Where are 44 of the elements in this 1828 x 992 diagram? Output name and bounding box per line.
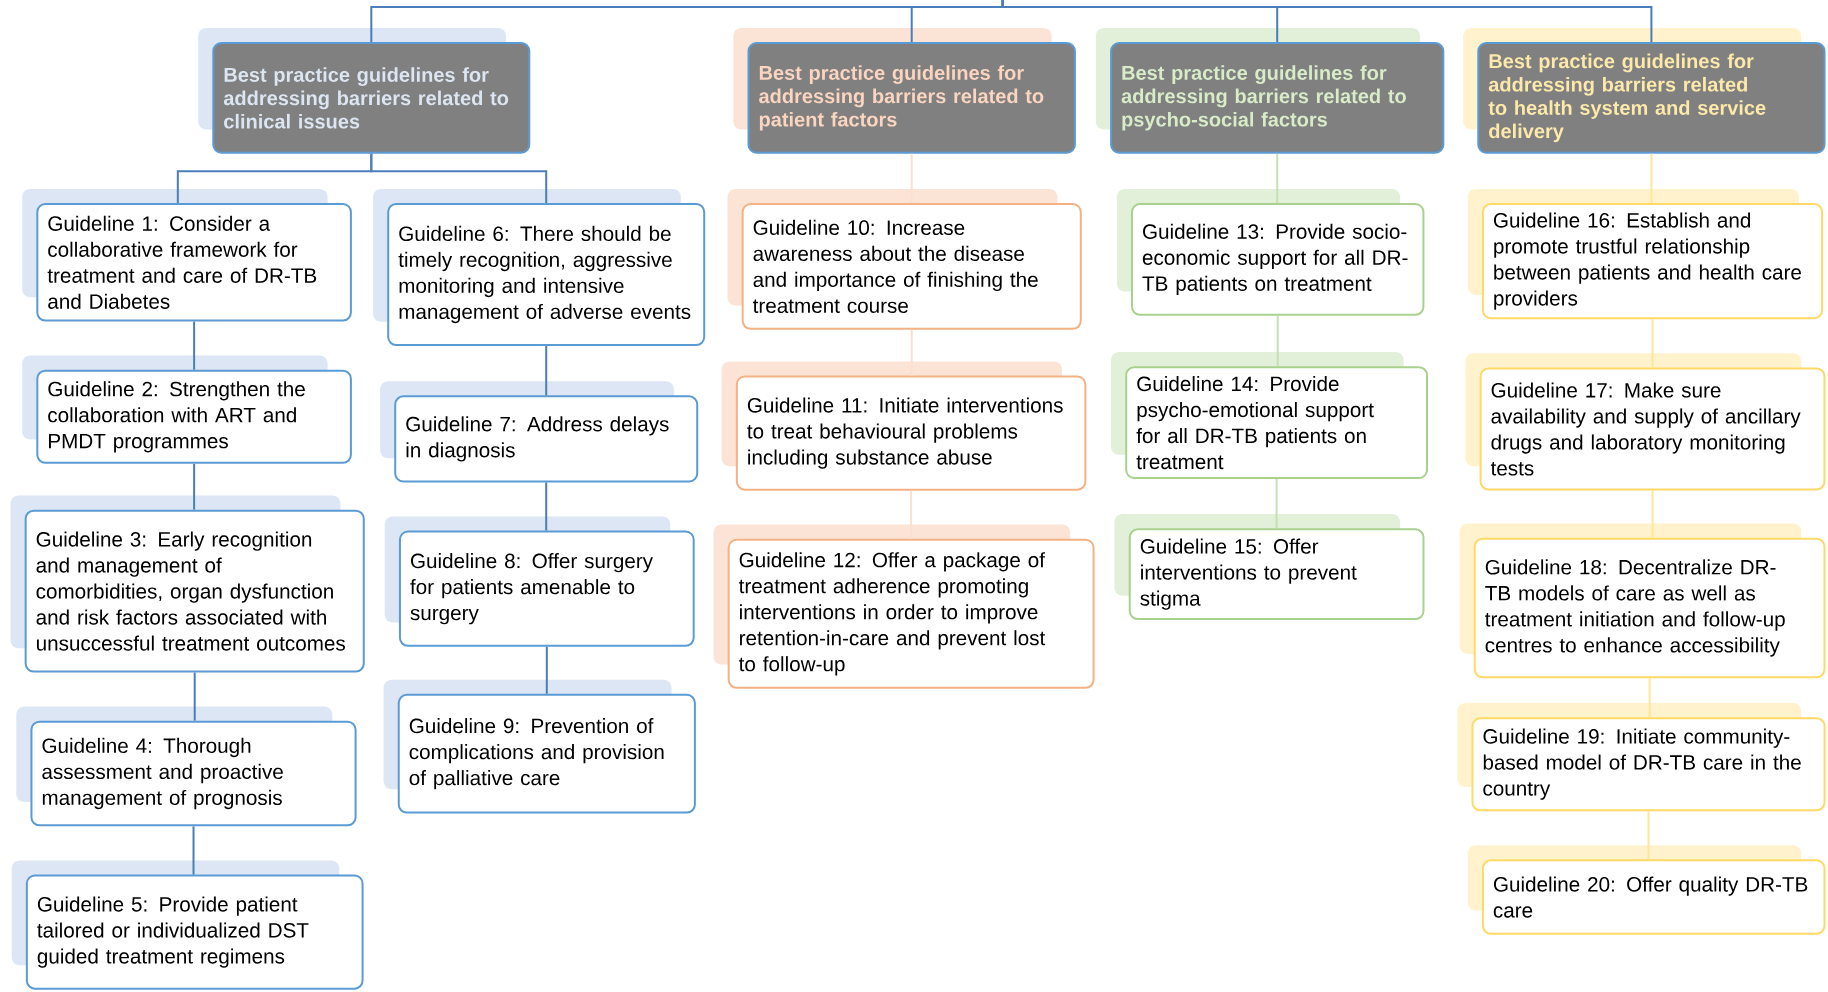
connector-line: [370, 152, 548, 204]
guideline-box: Guideline 10: Increase awareness about the disease and importance of finishing the treatment course: [727, 188, 1082, 330]
category-header: Best practice guidelines for addressing barriers related to health system and service delivery: [1463, 28, 1826, 154]
connector-line: [545, 645, 548, 695]
guideline-box: Guideline 11: Initiate interventions to treat behavioural problems including substance abuse: [721, 361, 1087, 491]
connector-line: [1276, 152, 1279, 204]
guideline-box: Guideline 16: Establish and promote trustful relationship between patients and health care providers: [1467, 188, 1824, 320]
connector-line: [1276, 314, 1279, 368]
connector-line: [1001, 0, 1653, 44]
connector-line: [1651, 489, 1654, 539]
connector-line: [1650, 152, 1653, 204]
guideline-box: Guideline 9: Prevention of complications and provision of palliative care: [383, 679, 696, 814]
guideline-box: Guideline 15: Offer interventions to prevent stigma: [1114, 514, 1425, 621]
connector-line: [545, 345, 548, 397]
category-header: Best practice guidelines for addressing barriers related to psycho-social factors: [1095, 28, 1445, 154]
guideline-box: Guideline 6: There should be timely recognition, aggressive monitoring and intensive management of adverse events: [373, 188, 706, 347]
guideline-box: Guideline 1: Consider a collaborative framework for treatment and care of DR-TB and Diabetes: [22, 188, 352, 322]
connector-line: [910, 328, 913, 377]
connector-line: [192, 825, 195, 876]
guideline-box: Guideline 7: Address delays in diagnosis: [380, 381, 699, 483]
guideline-box: Guideline 8: Offer surgery for patients amenable to surgery: [384, 516, 695, 647]
category-header: Best practice guidelines for addressing barriers related to patient factors: [733, 28, 1076, 154]
guideline-box: Guideline 14: Provide psycho-emotional support for all DR-TB patients on treatment: [1111, 352, 1428, 479]
guideline-box: Guideline 19: Initiate community-based model of DR-TB care in the country: [1457, 703, 1826, 812]
connector-line: [1647, 810, 1650, 861]
guideline-box: Guideline 20: Offer quality DR-TB care: [1467, 845, 1826, 935]
category-header: Best practice guidelines for addressing barriers related to clinical issues: [198, 28, 531, 154]
guideline-box: Guideline 4: Thorough assessment and proactive management of prognosis: [16, 706, 357, 827]
connector-line: [1648, 677, 1651, 719]
guideline-box: Guideline 18: Decentralize DR-TB models of care as well as treatment initiation and follow-up centres to enhance accessibility: [1459, 523, 1826, 679]
connector-line: [1275, 478, 1278, 530]
connector-line: [193, 462, 196, 511]
guideline-box: Guideline 2: Strengthen the collaboration with ART and PMDT programmes: [22, 355, 352, 464]
guideline-box: Guideline 12: Offer a package of treatment adherence promoting interventions in order to improve retention-in-care and prevent lost to follow-up: [713, 524, 1095, 689]
guideline-box: Guideline 3: Early recognition and management of comorbidities, organ dysfunction and risk factors associated with unsuccessful treatment outcomes: [10, 495, 365, 673]
connector-line: [910, 152, 913, 204]
connector-line: [545, 481, 548, 532]
guideline-box: Guideline 5: Provide patient tailored or individualized DST guided treatment regimens: [11, 860, 364, 990]
guideline-box: Guideline 13: Provide socio-economic support for all DR-TB patients on treatment: [1116, 188, 1425, 316]
connector-line: [193, 671, 196, 722]
guideline-box: Guideline 17: Make sure availability and supply of ancillary drugs and laboratory monitoring tests: [1465, 353, 1826, 491]
connector-line: [1651, 318, 1654, 369]
connector-line: [193, 320, 196, 371]
connector-line: [910, 489, 913, 540]
